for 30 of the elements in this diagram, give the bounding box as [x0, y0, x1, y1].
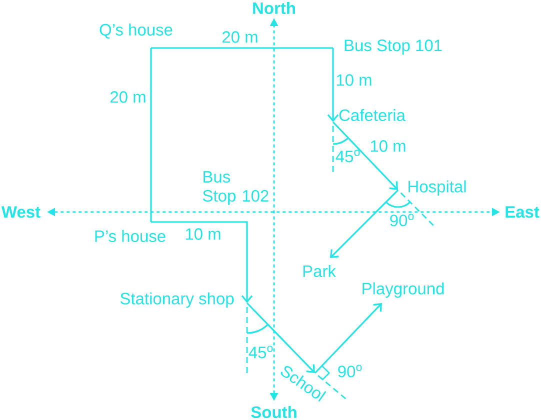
angle-label: 45$^{o}$	[248, 346, 273, 358]
place-label: Park	[303, 264, 336, 278]
place-label: Q’s house	[100, 23, 172, 39]
place-label: Bus Stop 101	[344, 40, 442, 54]
distance-label: 20 m	[220, 30, 260, 44]
route-arrow	[332, 121, 398, 190]
place-label: Playground	[362, 282, 444, 298]
angle-label: 90$^{o}$	[390, 214, 414, 226]
distance-label: 20 m	[108, 90, 148, 104]
place-label: P’s house	[95, 230, 166, 242]
route-line	[151, 47, 333, 49]
place-label: Bus Stop 102	[202, 171, 268, 205]
distance-label: 10 m	[334, 73, 374, 87]
angle-label: 45$^{o}$	[336, 150, 360, 162]
place-label: Stationary shop	[120, 292, 234, 308]
route-arrow	[330, 189, 399, 258]
place-label: Hospital	[408, 180, 466, 196]
compass-label: East	[506, 206, 540, 218]
compass-label: North	[253, 2, 295, 14]
compass-label: West	[1, 206, 40, 218]
distance-label: 10 m	[184, 227, 222, 241]
route-arrow	[327, 48, 339, 122]
place-label: Cafeteria	[339, 108, 406, 122]
compass-label: South	[251, 406, 296, 418]
distance-label: 10 m	[368, 139, 408, 153]
route-line	[150, 48, 152, 222]
angle-label: 90$^{o}$	[338, 364, 362, 378]
route-arrow	[314, 303, 382, 374]
route-arrow	[246, 302, 315, 373]
route-arrow	[151, 221, 253, 303]
